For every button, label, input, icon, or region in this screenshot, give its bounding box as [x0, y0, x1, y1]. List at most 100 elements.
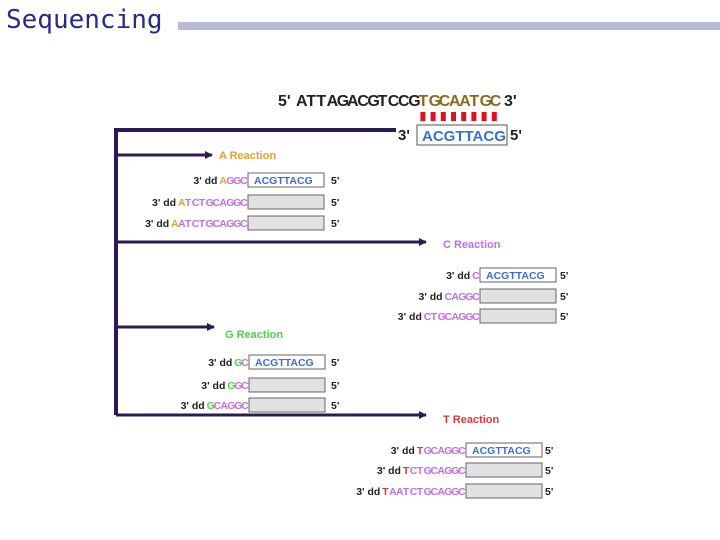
product-base: C	[192, 218, 200, 230]
product-base: C	[472, 291, 480, 303]
product-base: A	[389, 486, 397, 498]
main-trunk-line	[114, 128, 396, 415]
product-prefix: 3' dd	[201, 380, 225, 392]
product-base: G	[234, 400, 242, 412]
template-5prime-label: 5'	[278, 93, 291, 110]
primer-slot-box	[247, 194, 325, 210]
pairing-bar	[420, 112, 426, 121]
product-prefix: 3' dd	[181, 400, 205, 412]
pairing-bar	[451, 112, 456, 121]
product-suffix: 5'	[545, 465, 553, 477]
product-base: T	[417, 465, 424, 477]
product-prefix: 3' dd	[446, 270, 470, 282]
product-base: C	[431, 465, 439, 477]
product-base: C	[241, 357, 249, 369]
product-base: G	[424, 465, 432, 477]
product-base: G	[233, 197, 241, 209]
primer-slot-box	[248, 354, 326, 370]
template-base: A	[459, 93, 471, 110]
primer-slot-box	[247, 172, 325, 188]
reaction-title: A Reaction	[219, 150, 276, 162]
product-base: C	[472, 270, 480, 282]
product-base: C	[240, 197, 248, 209]
primer-slot-box	[247, 215, 325, 231]
product-base: T	[199, 218, 206, 230]
product-base: A	[451, 311, 459, 323]
template-base: G	[367, 93, 379, 110]
pairing-bar	[430, 112, 436, 121]
product-base: G	[206, 197, 214, 209]
page-title: Sequencing	[6, 5, 163, 35]
product-base: A	[220, 400, 228, 412]
product-sequence: C	[472, 270, 480, 282]
template-base: G	[337, 93, 349, 110]
product-base: A	[451, 291, 459, 303]
product-base: C	[240, 218, 248, 230]
template-base: C	[357, 93, 369, 110]
template-base: C	[439, 93, 451, 110]
product-base: C	[241, 380, 249, 392]
template-base: T	[418, 93, 428, 110]
product-base: A	[437, 445, 445, 457]
product-base: G	[451, 486, 459, 498]
product-base: C	[445, 311, 453, 323]
product-base: G	[226, 197, 234, 209]
product-suffix: 5'	[331, 218, 339, 230]
product-prefix: 3' dd	[377, 465, 401, 477]
primer-3prime-label: 3'	[398, 127, 410, 144]
product-base: T	[417, 445, 424, 457]
product-sequence: GGC	[227, 380, 249, 392]
primer-sequence: ACGTTACG	[422, 128, 506, 145]
primer-slot-box	[465, 483, 543, 499]
product-base: T	[403, 465, 410, 477]
product-base: G	[226, 175, 234, 187]
product-base: G	[465, 291, 473, 303]
product-base: G	[234, 357, 242, 369]
product-base: G	[227, 380, 235, 392]
product-base: A	[178, 218, 186, 230]
reaction-title: C Reaction	[443, 239, 501, 251]
template-base: T	[378, 93, 388, 110]
product-primer: ACGTTACG	[254, 175, 313, 187]
product-base: G	[444, 465, 452, 477]
product-base: G	[451, 445, 459, 457]
product-base: G	[226, 218, 234, 230]
product-base: A	[437, 465, 445, 477]
product-base: C	[458, 465, 466, 477]
product-base: T	[185, 197, 192, 209]
product-base: C	[424, 311, 432, 323]
product-suffix: 5'	[331, 175, 339, 187]
template-base: A	[347, 93, 359, 110]
product-primer: ACGTTACG	[472, 445, 531, 457]
product-base: A	[219, 197, 227, 209]
product-base: G	[458, 291, 466, 303]
product-prefix: 3' dd	[208, 357, 232, 369]
product-suffix: 5'	[331, 357, 339, 369]
product-base: T	[431, 311, 438, 323]
product-base: A	[437, 486, 445, 498]
title-underline-bar	[178, 22, 720, 30]
product-base: C	[213, 218, 221, 230]
template-base: T	[316, 93, 326, 110]
template-base: A	[327, 93, 339, 110]
product-suffix: 5'	[545, 445, 553, 457]
product-base: C	[472, 311, 480, 323]
product-base: C	[431, 445, 439, 457]
product-prefix: 3' dd	[391, 445, 415, 457]
primer-slot-box	[479, 308, 557, 324]
template-base: A	[296, 93, 308, 110]
primer-slot-box	[479, 267, 557, 283]
product-suffix: 5'	[331, 400, 339, 412]
